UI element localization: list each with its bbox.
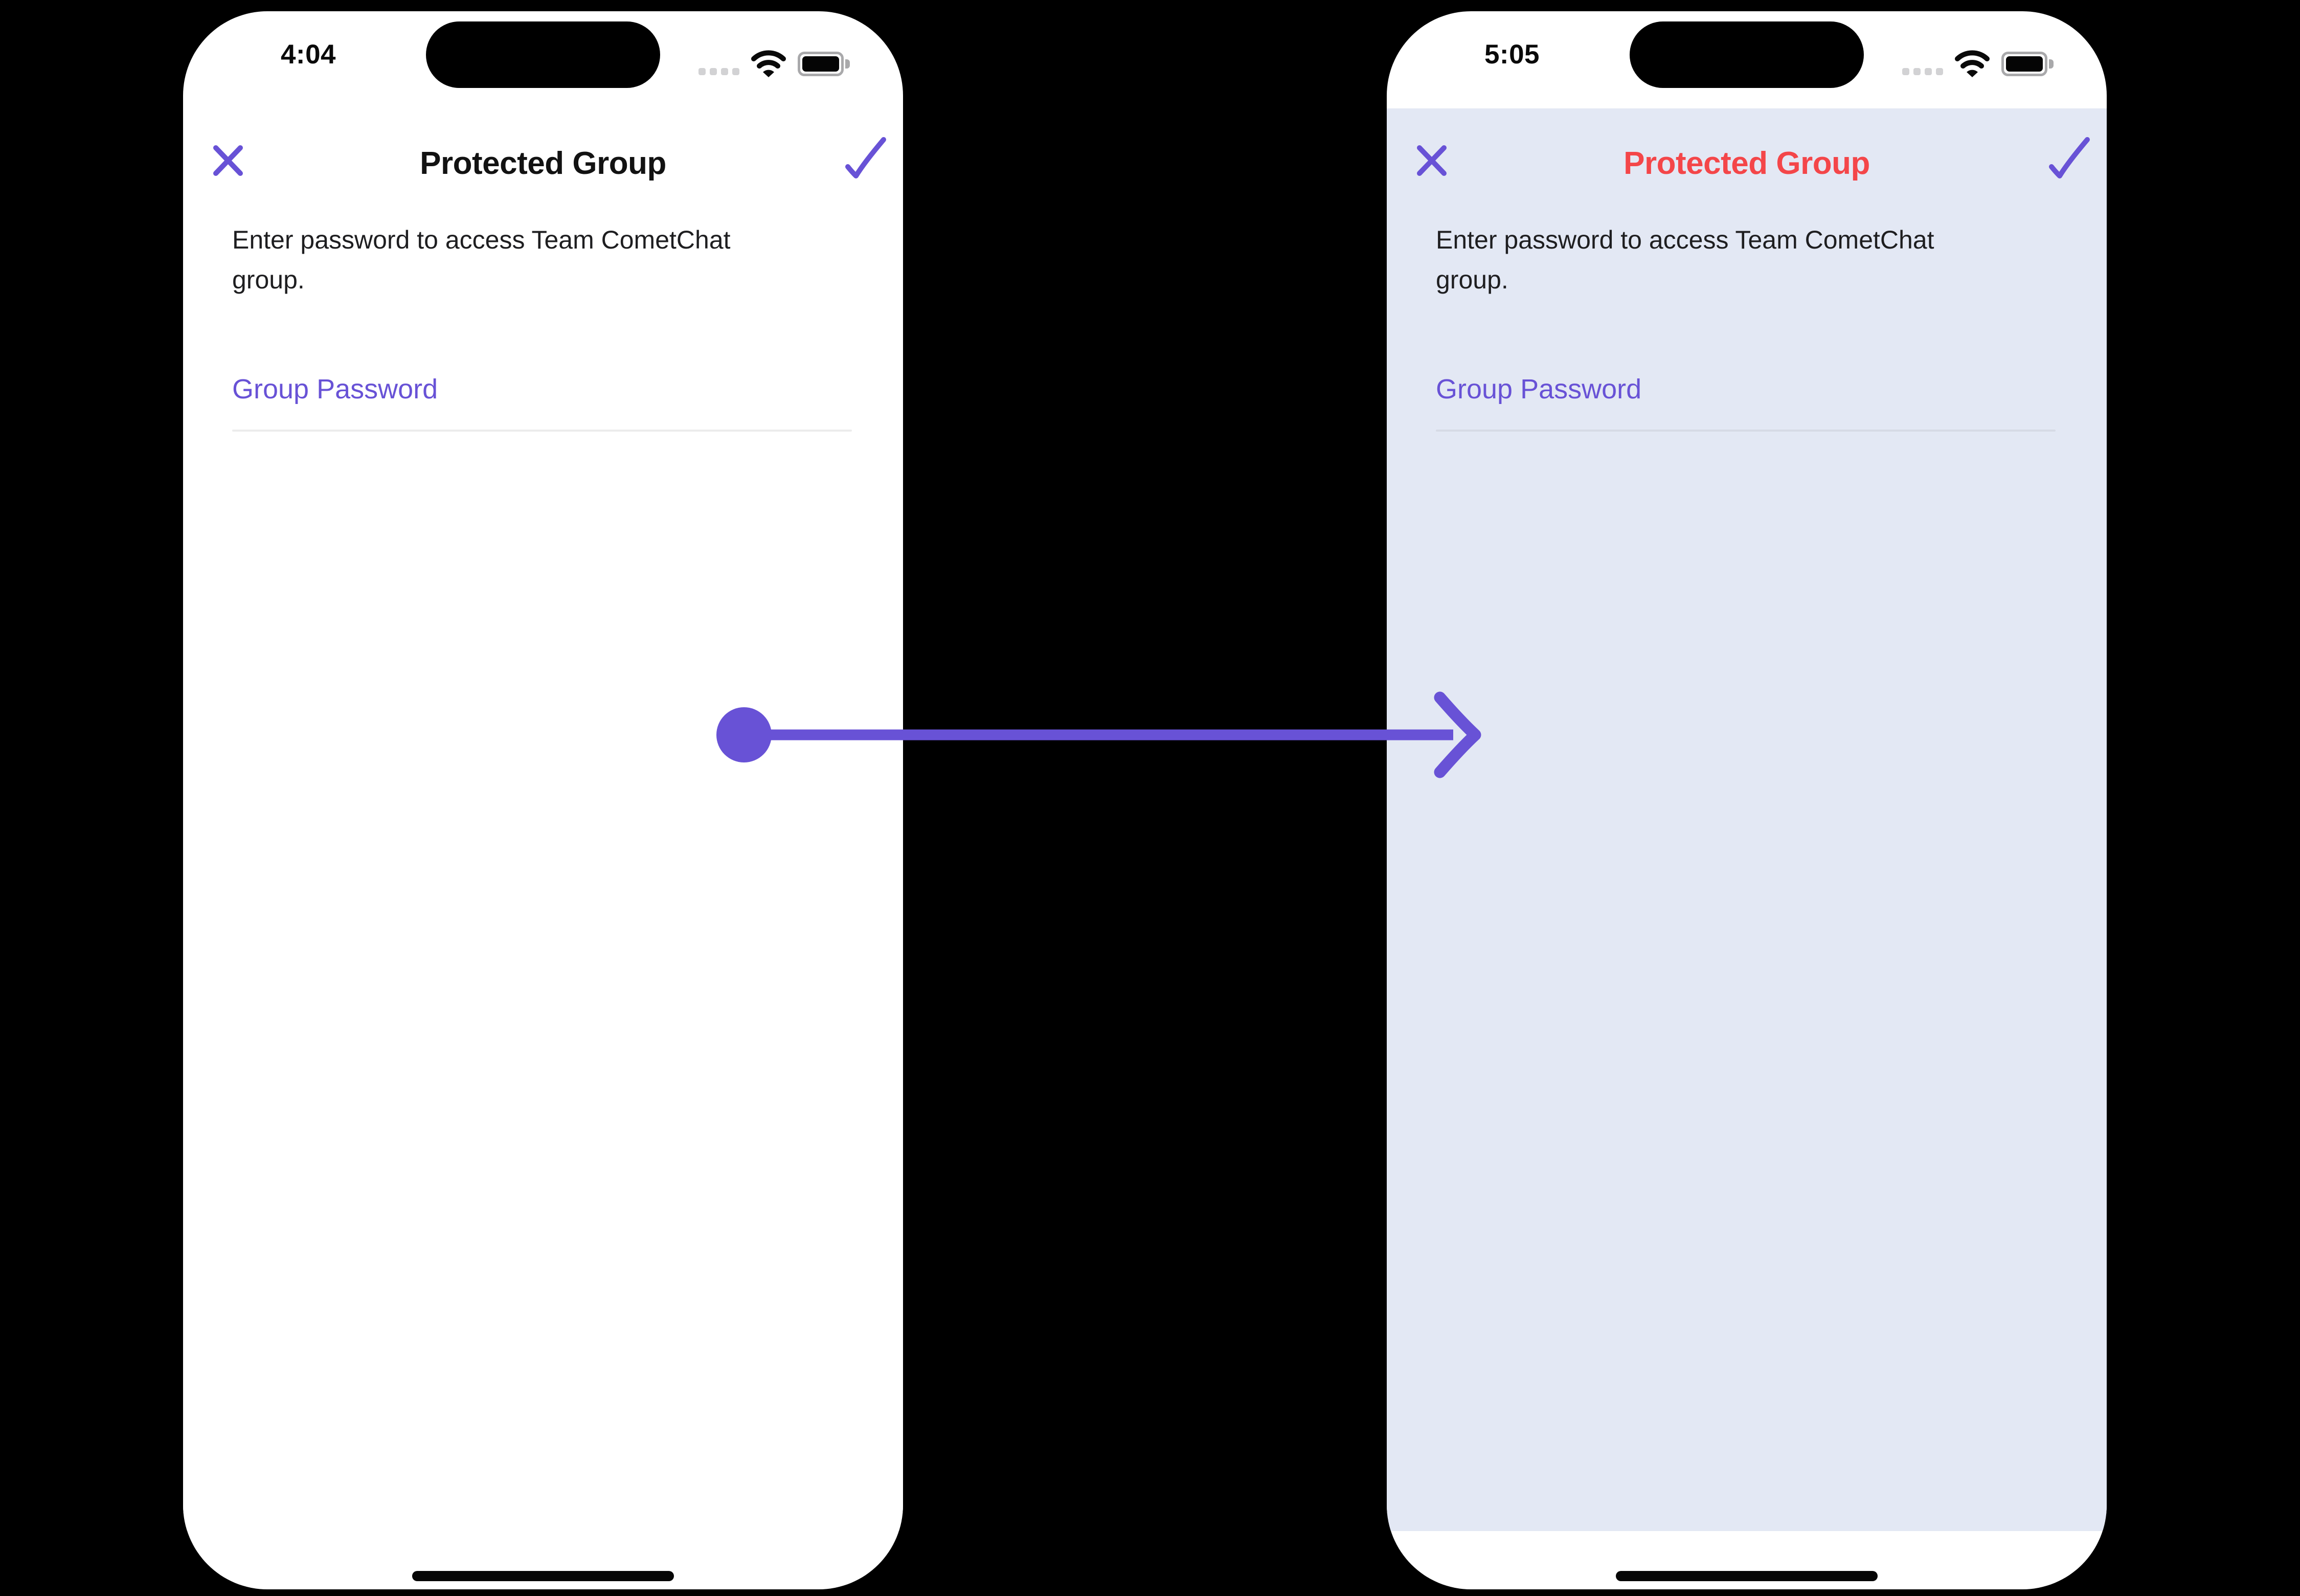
close-button[interactable] xyxy=(209,140,247,179)
description-line-2: group. xyxy=(1436,265,1508,294)
group-password-input[interactable]: Group Password xyxy=(1436,373,2056,432)
status-time: 5:05 xyxy=(1484,39,1540,70)
group-password-label: Group Password xyxy=(1436,374,1642,404)
battery-fill xyxy=(802,56,839,72)
group-password-input[interactable]: Group Password xyxy=(232,373,852,432)
group-password-label: Group Password xyxy=(232,374,438,404)
status-bar: 5:05 xyxy=(1387,11,2107,108)
phone-frame-default: 4:04 xyxy=(183,11,903,1589)
description-line-2: group. xyxy=(232,265,305,294)
page-title: Protected Group xyxy=(420,146,666,181)
screen-description: Enter password to access Team CometChat … xyxy=(232,220,857,300)
description-line-1: Enter password to access Team CometChat xyxy=(232,226,731,254)
dynamic-island xyxy=(426,21,660,88)
dynamic-island xyxy=(1630,21,1864,88)
status-icons xyxy=(698,49,850,79)
input-underline xyxy=(1436,430,2056,432)
description-line-1: Enter password to access Team CometChat xyxy=(1436,226,1934,254)
battery-nub xyxy=(845,59,850,69)
battery-icon xyxy=(798,52,850,76)
check-icon xyxy=(2049,137,2090,178)
input-underline xyxy=(232,430,852,432)
battery-icon xyxy=(2001,52,2054,76)
check-icon xyxy=(845,137,886,178)
protected-group-screen: Protected Group Enter password to access… xyxy=(1387,108,2107,1531)
status-icons xyxy=(1902,49,2054,79)
phone-frame-tinted: 5:05 xyxy=(1387,11,2107,1589)
protected-group-screen: Protected Group Enter password to access… xyxy=(183,108,903,1531)
screen-description: Enter password to access Team CometChat … xyxy=(1436,220,2061,300)
cellular-dots-icon xyxy=(698,68,739,75)
status-bar: 4:04 xyxy=(183,11,903,108)
x-icon xyxy=(213,145,243,176)
battery-fill xyxy=(2006,56,2043,72)
status-time: 4:04 xyxy=(280,39,336,70)
home-indicator[interactable] xyxy=(1616,1571,1878,1581)
wifi-icon xyxy=(751,50,786,78)
battery-nub xyxy=(2049,59,2054,69)
close-button[interactable] xyxy=(1412,140,1451,179)
confirm-button[interactable] xyxy=(2044,133,2093,184)
confirm-button[interactable] xyxy=(841,133,890,184)
wifi-icon xyxy=(1954,50,1990,78)
home-indicator[interactable] xyxy=(412,1571,674,1581)
x-icon xyxy=(1417,145,1447,176)
cellular-dots-icon xyxy=(1902,68,1943,75)
page-title: Protected Group xyxy=(1623,146,1870,181)
arrow-right-icon xyxy=(716,691,1481,778)
